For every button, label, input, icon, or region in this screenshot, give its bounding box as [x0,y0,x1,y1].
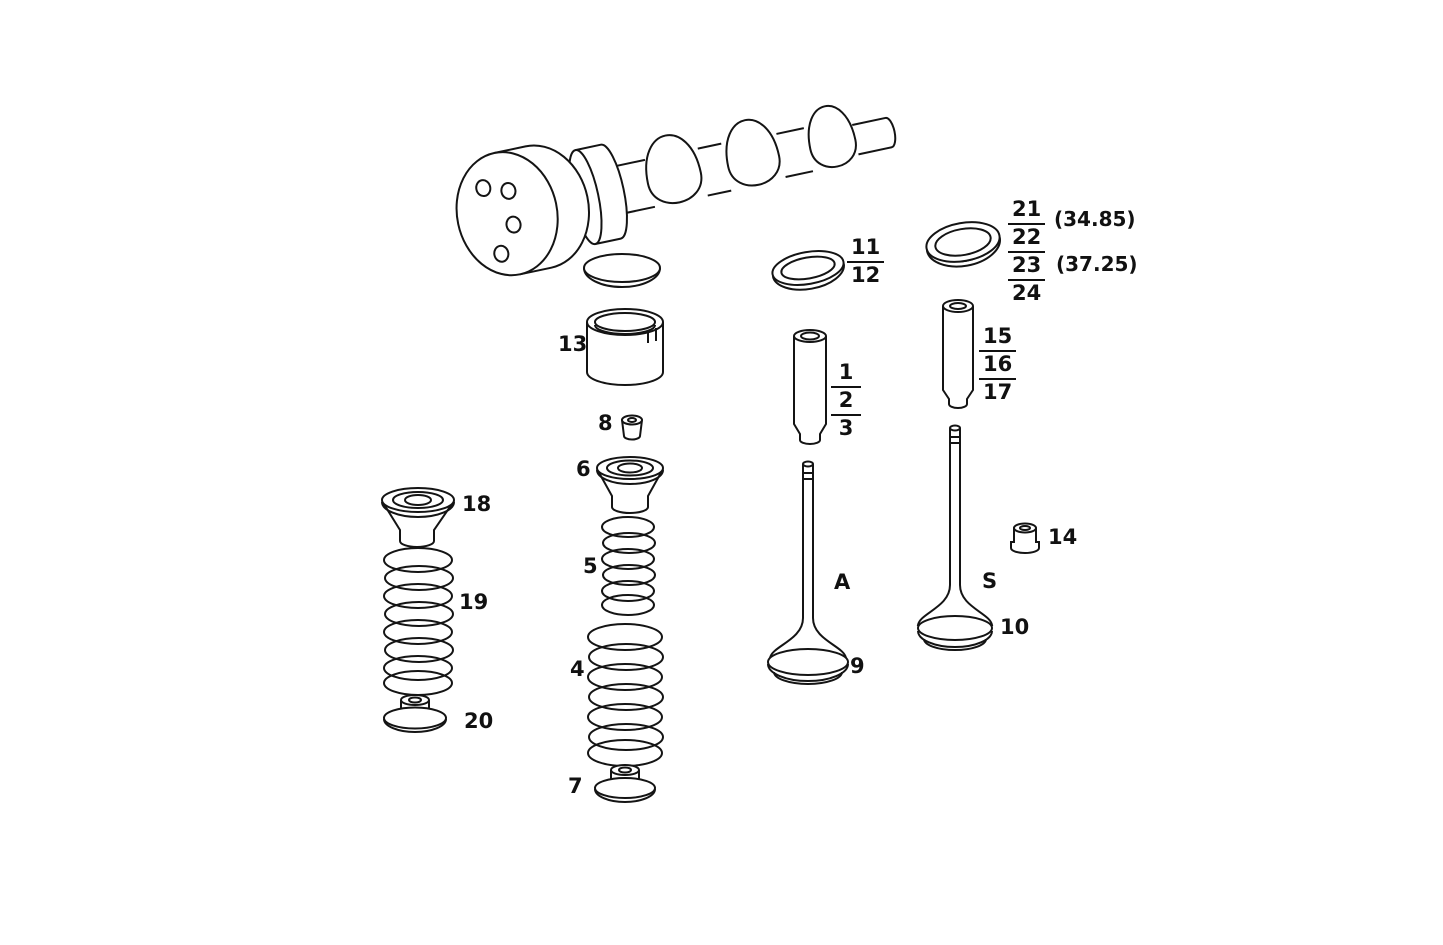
stack-item: 22 [1008,225,1046,253]
stack-item: 1 [831,360,861,388]
stack-item: 16 [979,352,1017,380]
callout-left-seat: 20 [464,709,494,733]
outer-spring-drawing [587,623,664,767]
stack-item: 12 [851,263,881,287]
left-seat-drawing [383,694,447,733]
callout-bucket-tappet: 13 [558,332,588,356]
callout-intake-letter: A [834,570,851,594]
dimension-seat-small: (34.85) [1054,207,1136,231]
exhaust-guide-drawing [942,299,974,409]
exhaust-valve-drawing [916,424,994,651]
stack-item: 15 [979,324,1017,352]
upper-retainer-drawing [596,456,664,514]
inner-spring-drawing [601,516,656,616]
valve-cap-drawing [621,414,643,441]
callout-inner-spring: 5 [583,554,598,578]
callout-exhaust-valve: 10 [1000,615,1030,639]
stack-intake-guide: 1 2 3 [831,360,861,442]
intake-guide-drawing [793,329,827,445]
stack-intake-seal: 11 12 [847,235,885,289]
stack-item: 21 [1008,197,1046,225]
lower-seat-drawing [594,764,656,803]
callout-exhaust-letter: S [982,569,998,593]
left-retainer-drawing [381,487,455,548]
camshaft-drawing [455,104,897,277]
stem-seal-drawing [1010,522,1040,554]
callout-left-spring: 19 [459,590,489,614]
callout-intake-valve: 9 [850,654,865,678]
intake-valve-drawing [767,460,849,685]
dimension-seat-large: (37.25) [1056,252,1138,276]
stack-seat-rings: 21 22 23 24 [1008,197,1046,307]
bucket-tappet-drawing [586,308,664,386]
valve-seat-ring-drawing [925,221,1001,268]
stack-item: 23 [1008,253,1046,281]
callout-outer-spring: 4 [570,657,585,681]
stack-exhaust-guide: 15 16 17 [979,324,1017,406]
stack-item: 11 [847,235,885,263]
callout-left-retainer: 18 [462,492,492,516]
intake-seal-ring-drawing [771,250,845,291]
callout-valve-cap: 8 [598,411,613,435]
callout-lower-seat: 7 [568,774,583,798]
stack-item: 3 [838,416,854,440]
valve-shim-drawing [583,253,661,288]
callout-upper-retainer: 6 [576,457,591,481]
stack-item: 2 [831,388,861,416]
callout-stem-seal: 14 [1048,525,1078,549]
stack-item: 17 [983,380,1013,404]
stack-item: 24 [1012,281,1042,305]
left-spring-drawing [383,547,454,696]
